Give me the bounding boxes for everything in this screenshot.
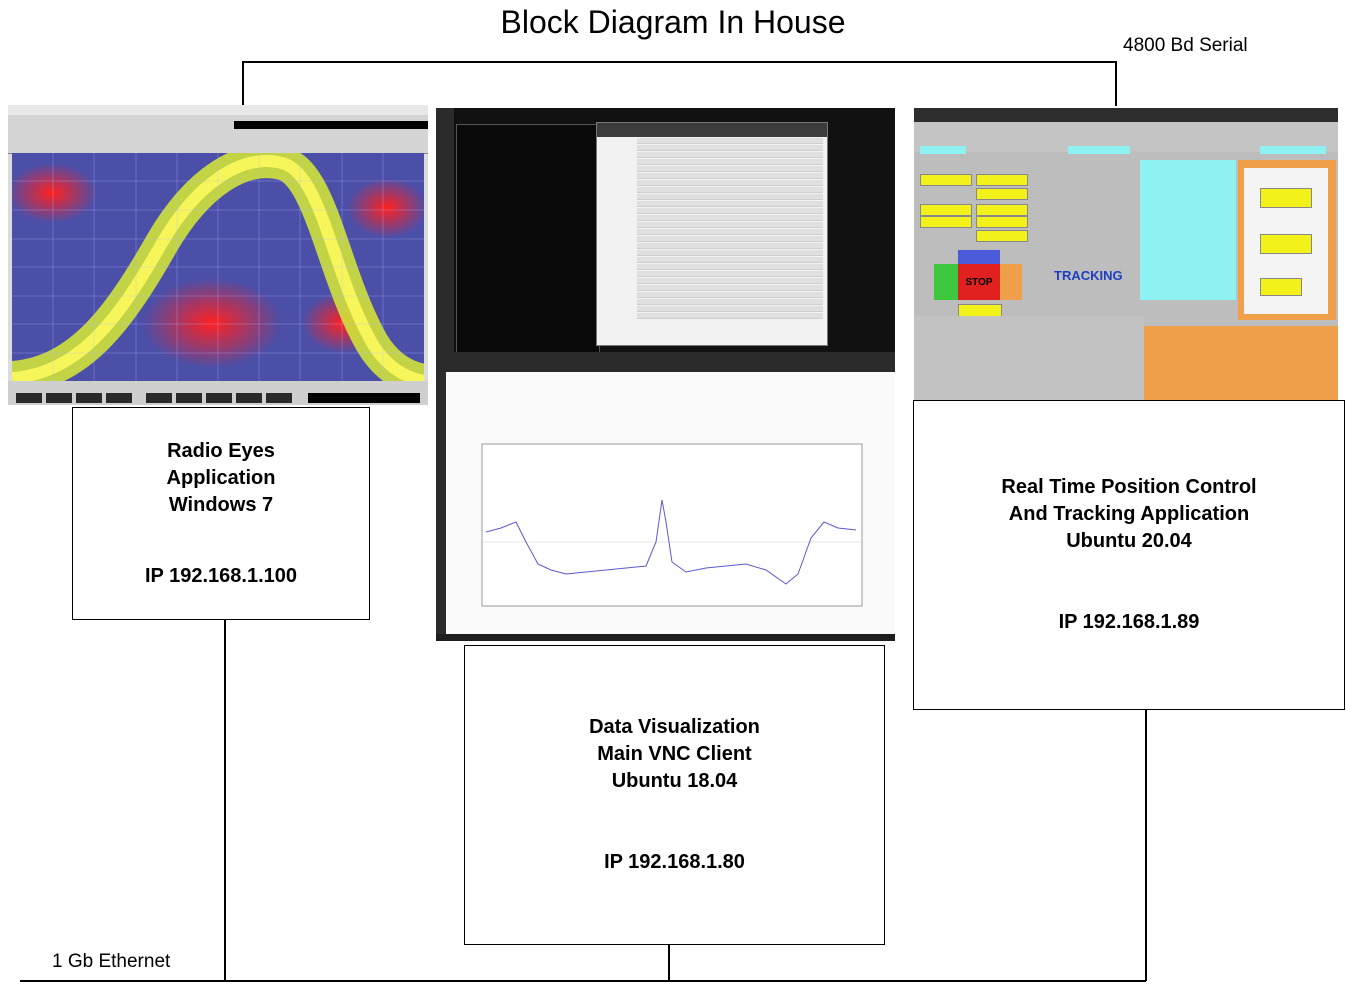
- node-title-line2: Application: [166, 466, 276, 489]
- tracking-application-screenshot: STOP TRACKING: [914, 108, 1338, 400]
- node-title-line2: And Tracking Application: [1008, 503, 1250, 525]
- ethernet-link-label: 1 Gb Ethernet: [52, 951, 171, 972]
- node-radio-eyes: Radio Eyes Application Windows 7 IP 192.…: [72, 407, 370, 620]
- node-ip: IP 192.168.1.100: [145, 564, 297, 587]
- node-title-line1: Radio Eyes: [167, 439, 275, 462]
- tracking-status-text: TRACKING: [1054, 268, 1123, 283]
- stop-button-image: STOP: [958, 264, 1000, 300]
- node-os: Ubuntu 20.04: [1066, 530, 1192, 552]
- node-os: Windows 7: [168, 493, 274, 516]
- data-visualization-screenshot: [436, 108, 895, 641]
- node-title-line1: Data Visualization: [589, 716, 760, 738]
- node-title-line1: Real Time Position Control: [1001, 476, 1257, 498]
- node-os: Ubuntu 18.04: [611, 770, 738, 792]
- node-title-line2: Main VNC Client: [597, 743, 752, 765]
- serial-link-line: [242, 61, 1117, 108]
- node-ip: IP 192.168.1.80: [604, 851, 745, 873]
- node-tracking: Real Time Position Control And Tracking …: [913, 400, 1345, 710]
- radio-eyes-screenshot: [8, 105, 428, 405]
- node-data-visualization: Data Visualization Main VNC Client Ubunt…: [464, 645, 885, 945]
- node-ip: IP 192.168.1.89: [1058, 611, 1200, 633]
- serial-link-label: 4800 Bd Serial: [1123, 35, 1248, 56]
- diagram-title: Block Diagram In House: [500, 4, 846, 40]
